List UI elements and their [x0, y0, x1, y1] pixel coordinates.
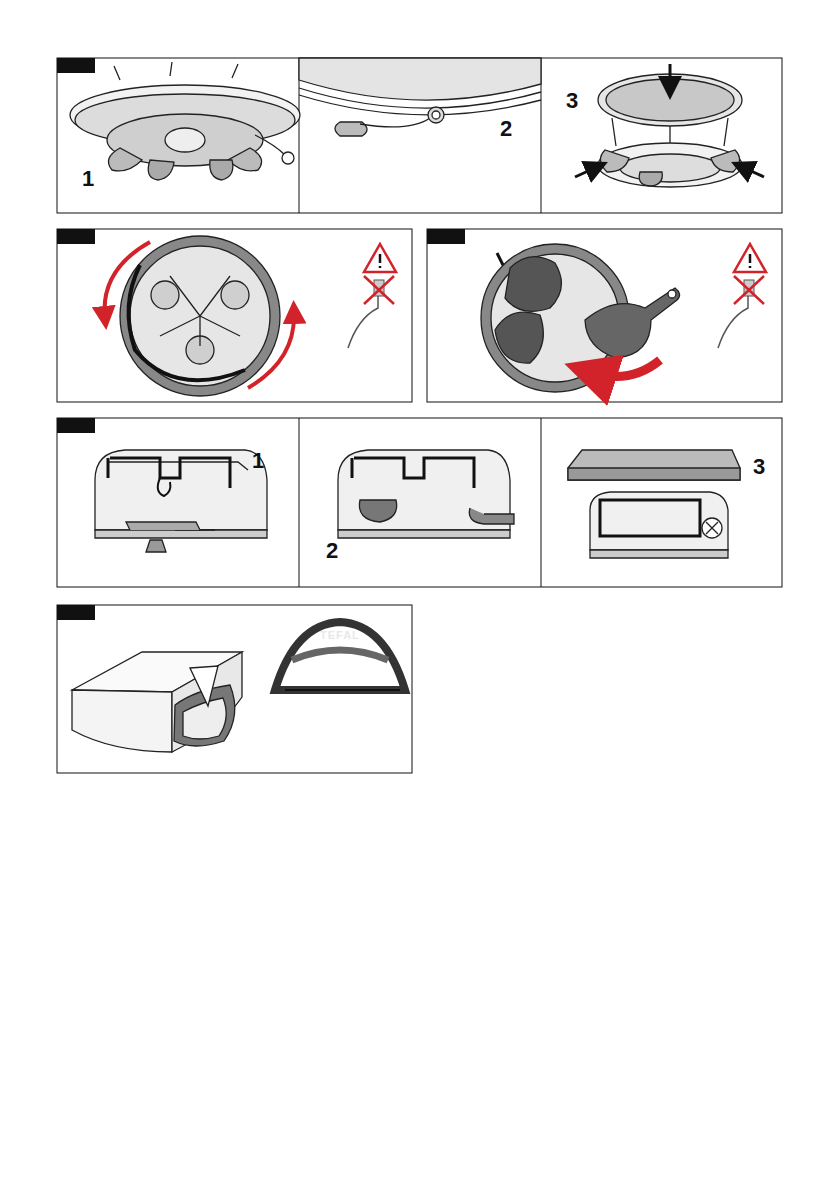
callout-number: 3 [753, 456, 765, 478]
brand-name: TEFAL [320, 630, 360, 641]
callout-number: 2 [500, 118, 512, 140]
callout-number: 2 [326, 540, 338, 562]
callout-number: 1 [252, 450, 264, 472]
callout-number: 1 [82, 168, 94, 190]
callout-number: 3 [566, 90, 578, 112]
